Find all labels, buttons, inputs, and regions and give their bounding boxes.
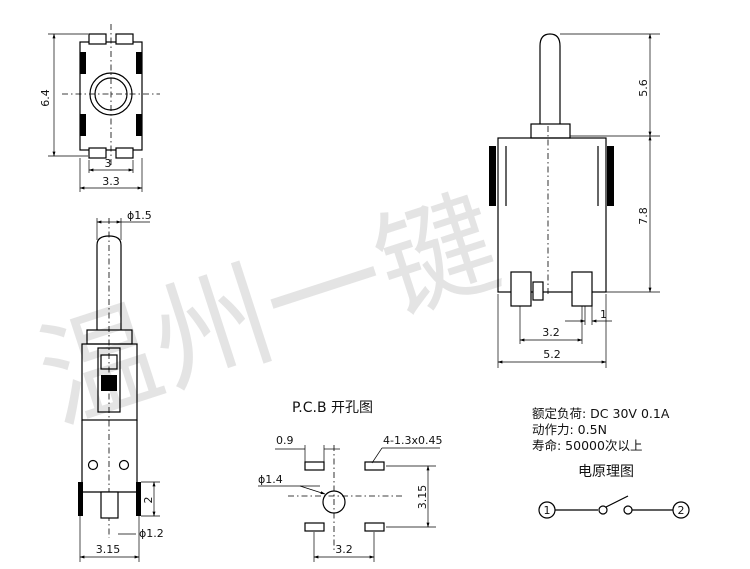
right-left-bracket: [489, 146, 496, 206]
right-lever: [539, 33, 561, 124]
side-actuator-window: [97, 347, 121, 413]
pcb-title: P.C.B 开孔图: [292, 400, 373, 416]
terminal-1-label: 1: [544, 504, 551, 517]
right-pin-middle: [532, 281, 544, 301]
right-bushing: [530, 123, 571, 139]
front-bottom-left-tab: [88, 147, 107, 159]
right-right-bracket: [607, 146, 614, 206]
side-pitch-dim: 3.15: [96, 543, 121, 556]
front-top-left-tab: [88, 33, 107, 45]
right-body-h-dim: 7.8: [637, 207, 650, 225]
side-actuator-slot-lower: [101, 375, 117, 391]
side-right-lug: [136, 482, 141, 516]
right-body: [497, 137, 607, 293]
front-top-right-tab: [115, 33, 134, 45]
spec-operating-force: 动作力: 0.5N: [532, 422, 607, 437]
front-left-terminal-upper: [80, 52, 86, 74]
side-rivet-left: [87, 459, 99, 471]
right-pin-left: [510, 271, 532, 307]
terminal-2: [672, 501, 690, 519]
side-body: [81, 343, 138, 421]
side-pin-dia-dim: ϕ1.2: [139, 527, 164, 540]
front-left-terminal-lower: [80, 114, 86, 136]
front-right-terminal-upper: [136, 52, 142, 74]
right-lever-len-dim: 5.6: [637, 79, 650, 97]
switch-blade: [605, 495, 629, 508]
front-view: 6.4 3 3.3: [39, 24, 160, 192]
side-actuator-slot-upper: [100, 354, 118, 370]
pcb-layout: P.C.B 开孔图 0.9 4-1.3x0.45 ϕ1.4 3.15 3.2: [258, 400, 442, 562]
pcb-hole-dim: ϕ1.4: [258, 473, 283, 486]
right-pin-right: [571, 271, 593, 307]
right-pin-w-dim: 1: [600, 308, 607, 321]
pcb-slot-bottom-left: [304, 522, 325, 532]
pcb-slot-top-left: [304, 461, 325, 471]
side-terminal-pin: [100, 491, 119, 519]
spec-lifetime: 寿命: 50000次以上: [532, 438, 642, 453]
pcb-slot-top-right: [364, 461, 385, 471]
pcb-slot-gap-dim: 0.9: [276, 434, 294, 447]
schematic-title: 电原理图: [578, 464, 634, 480]
right-pin-span-dim: 3.2: [542, 326, 560, 339]
terminal-2-label: 2: [678, 504, 685, 517]
side-rivet-right: [118, 459, 130, 471]
specifications: 额定负荷: DC 30V 0.1A 动作力: 0.5N 寿命: 50000次以上: [532, 406, 670, 453]
right-overall-w-dim: 5.2: [543, 348, 561, 361]
right-view: 5.6 7.8 1 3.2 5.2: [489, 33, 660, 368]
spec-rated-load: 额定负荷: DC 30V 0.1A: [532, 406, 670, 421]
side-frame: [81, 420, 138, 492]
side-view: ϕ1.5 2 ϕ1.2 3.15: [78, 209, 164, 562]
front-outer-width-dim: 3.3: [102, 175, 120, 188]
pcb-slot-bottom-right: [364, 522, 385, 532]
side-pin-len-dim: 2: [142, 497, 155, 504]
pcb-height-dim: 3.15: [416, 485, 429, 510]
side-lever-dia-dim: ϕ1.5: [127, 209, 152, 222]
switch-contact-right: [623, 505, 633, 515]
front-inner-width-dim: 3: [105, 157, 112, 170]
front-bottom-right-tab: [115, 147, 134, 159]
front-right-terminal-lower: [136, 114, 142, 136]
front-height-dim: 6.4: [39, 89, 52, 107]
circuit-schematic: 电原理图 1 2: [538, 464, 690, 519]
switch-contact-left: [598, 505, 608, 515]
side-left-lug: [78, 482, 83, 516]
pcb-width-dim: 3.2: [335, 543, 353, 556]
pcb-center-hole: [322, 490, 346, 514]
pcb-slots-dim: 4-1.3x0.45: [383, 434, 442, 447]
